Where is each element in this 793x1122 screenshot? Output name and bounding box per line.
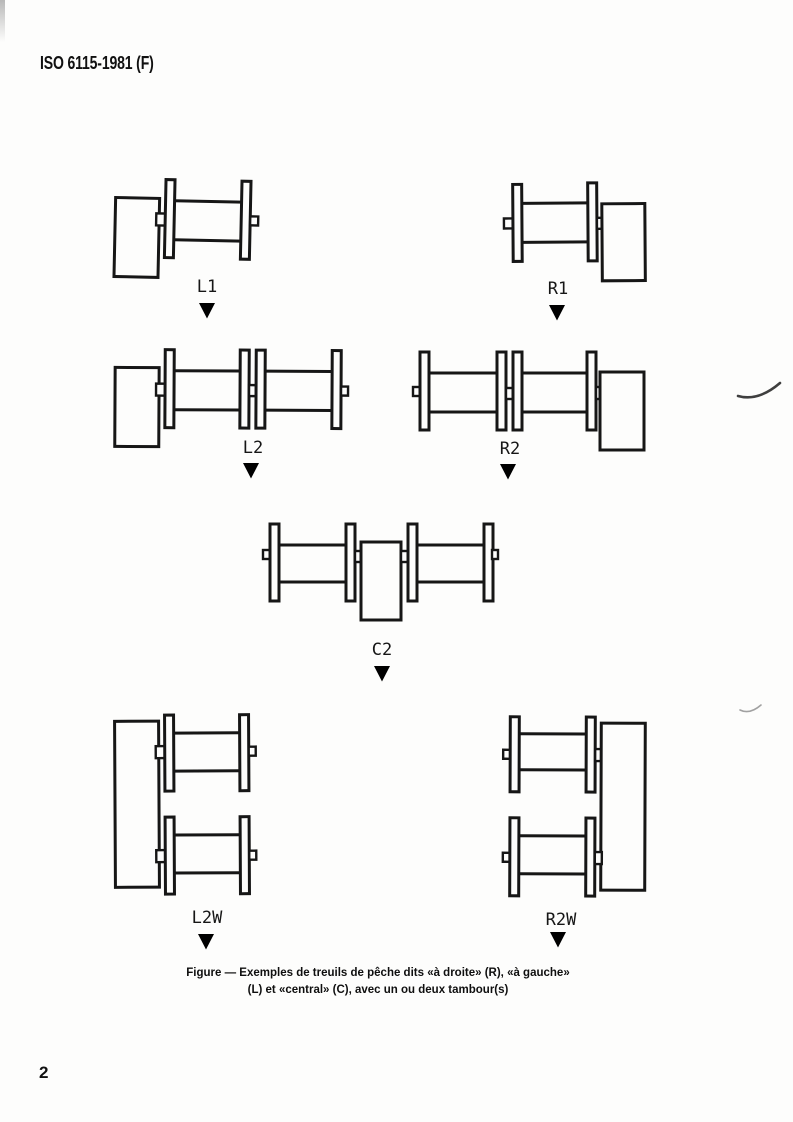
diagram-label-r2: R2 (499, 439, 521, 459)
diagram-label-l2: L2 (242, 438, 264, 458)
shaft-stub (248, 215, 260, 227)
drum-flange (511, 182, 524, 263)
drum-barrel-line (173, 238, 241, 243)
diagram-label-l2w: L2W (191, 908, 223, 928)
scan-edge-mark (0, 0, 5, 42)
drum-flange (163, 815, 176, 896)
diagram-label-r2w: R2W (545, 910, 577, 930)
document-number: ISO 6115-1981 (F) (40, 53, 154, 73)
page-curl-mark (736, 381, 782, 399)
winch-diagram-l2 (113, 348, 350, 449)
drum-flange (406, 522, 419, 603)
view-direction-icon (372, 666, 390, 682)
drum-flange (238, 348, 251, 430)
drive-unit (113, 365, 161, 449)
winch-diagram-l2w (113, 713, 258, 896)
figure-caption-line1: Figure — Exemples de treuils de pêche di… (186, 967, 570, 979)
shaft-stub (248, 849, 258, 861)
drum-flange (163, 713, 176, 793)
drum-flange (508, 715, 521, 794)
drum-flange (238, 815, 251, 896)
figure-caption-line2: (L) et «central» (C), avec un ou deux ta… (247, 983, 509, 996)
view-direction-icon (498, 464, 516, 480)
drum-flange (511, 350, 524, 432)
drum-flange (254, 348, 267, 430)
shaft-stub (339, 385, 350, 397)
view-direction-icon (547, 305, 565, 321)
view-direction-icon (197, 303, 215, 319)
drive-unit (600, 202, 647, 283)
drum-flange (508, 816, 521, 898)
drum-barrel-line (174, 199, 242, 204)
drive-unit (599, 721, 647, 892)
drive-unit (113, 719, 161, 889)
drum-flange (584, 715, 597, 794)
drum-flange (268, 522, 281, 603)
drum-flange (330, 349, 343, 431)
view-direction-icon (196, 934, 214, 950)
winch-diagram-r1 (502, 181, 647, 283)
drive-unit (598, 370, 646, 452)
diagram-label-r1: R1 (547, 279, 569, 299)
view-direction-icon (548, 932, 566, 948)
view-direction-icon (241, 463, 259, 479)
drive-unit (359, 540, 403, 622)
page-curl-mark (739, 704, 762, 713)
winch-diagram-l1 (112, 178, 260, 279)
shaft-coupling (593, 850, 604, 866)
figure-caption: Figure — Exemples de treuils de pêche di… (118, 965, 638, 998)
drive-unit (112, 195, 162, 279)
winch-diagram-c2 (261, 522, 500, 622)
drum-flange (584, 816, 597, 898)
drum-flange (418, 350, 431, 432)
drum-flange (495, 350, 508, 432)
drum-flange (482, 522, 495, 603)
winch-diagram-r2 (411, 350, 646, 452)
drum-flange (585, 350, 598, 432)
diagram-label-l1: L1 (196, 277, 218, 297)
shaft-stub (490, 548, 500, 561)
shaft-stub (247, 745, 257, 757)
page-number: 2 (39, 1063, 49, 1082)
drum-flange (163, 348, 176, 430)
drum-flange (162, 178, 177, 260)
drum-flange (344, 522, 357, 603)
drum-flange (238, 713, 251, 793)
diagram-label-c2: C2 (371, 640, 393, 660)
winch-diagram-r2w (501, 715, 647, 898)
